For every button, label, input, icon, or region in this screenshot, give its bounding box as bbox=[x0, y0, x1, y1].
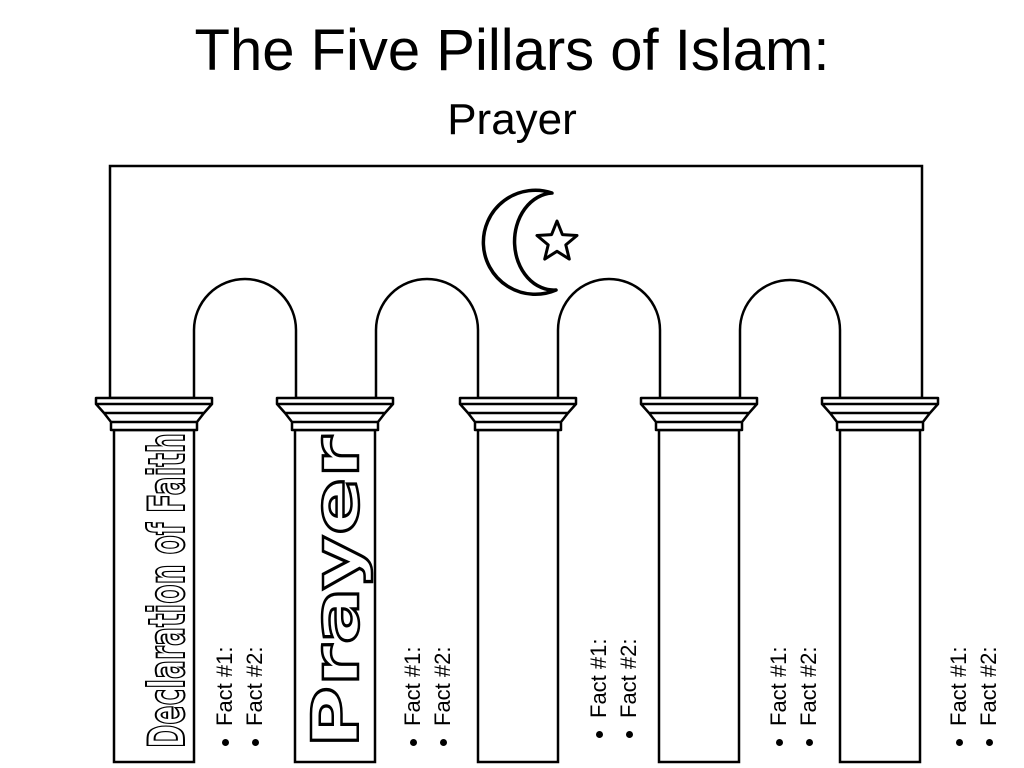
pillar-2-fact-2: Fact #2: bbox=[428, 647, 458, 726]
pillar-2-fact-1: Fact #1: bbox=[398, 647, 428, 726]
pillar-4-facts: Fact #1: Fact #2: bbox=[764, 647, 824, 760]
pillar-1-fact-2: Fact #2: bbox=[240, 647, 270, 726]
pillar-4-fact-2: Fact #2: bbox=[794, 647, 824, 726]
pillar-2-facts: Fact #1: Fact #2: bbox=[398, 647, 458, 760]
pillar-4 bbox=[639, 396, 759, 764]
pillar-1-fact-1: Fact #1: bbox=[210, 647, 240, 726]
pillar-1-capital bbox=[94, 396, 214, 432]
pillar-4-fact-1: Fact #1: bbox=[764, 647, 794, 726]
pillar-3 bbox=[458, 396, 578, 764]
pillar-1 bbox=[94, 396, 214, 764]
pillar-2 bbox=[275, 396, 395, 764]
pillar-2-shaft bbox=[293, 428, 377, 764]
pillar-5 bbox=[820, 396, 940, 764]
pillar-3-shaft bbox=[476, 428, 560, 764]
pillar-1-label: Declaration of Faith bbox=[138, 433, 196, 748]
pillars-group bbox=[94, 396, 940, 764]
pillar-2-label: Prayer bbox=[300, 435, 374, 748]
pillar-5-fact-1: Fact #1: bbox=[944, 647, 974, 726]
pillar-3-fact-1: Fact #1: bbox=[584, 639, 614, 718]
pillar-3-facts: Fact #1: Fact #2: bbox=[584, 639, 644, 752]
pillar-4-shaft bbox=[657, 428, 741, 764]
pillar-1-shaft bbox=[112, 428, 196, 764]
arch-frame bbox=[108, 164, 924, 400]
pillar-4-capital bbox=[639, 396, 759, 432]
crescent-and-star-icon bbox=[481, 188, 579, 296]
page-subtitle: Prayer bbox=[447, 95, 577, 144]
pillar-5-capital bbox=[820, 396, 940, 432]
pillar-5-facts: Fact #1: Fact #2: bbox=[944, 647, 1004, 760]
pillar-3-fact-2: Fact #2: bbox=[614, 639, 644, 718]
pillar-1-facts: Fact #1: Fact #2: bbox=[210, 647, 270, 760]
page-title: The Five Pillars of Islam: bbox=[194, 18, 830, 83]
pillar-5-shaft bbox=[838, 428, 922, 764]
pillar-3-capital bbox=[458, 396, 578, 432]
pillar-2-capital bbox=[275, 396, 395, 432]
pillar-5-fact-2: Fact #2: bbox=[974, 647, 1004, 726]
